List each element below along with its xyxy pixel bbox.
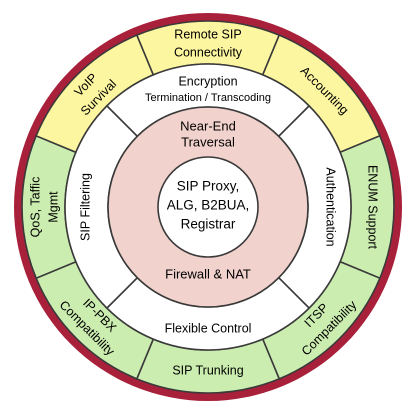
center-label: ALG, B2BUA, [167, 198, 250, 213]
outer-ring [21, 20, 395, 394]
inner-label-top: Traversal [181, 134, 235, 149]
outer-label-enum-support: ENUM Support [366, 165, 380, 250]
middle-label-right: Authentication [324, 167, 338, 246]
middle-label-top: Termination / Transcoding [145, 92, 271, 104]
inner-label-bottom: Firewall & NAT [165, 266, 251, 281]
middle-label-bottom: Flexible Control [165, 321, 252, 335]
center-label: Registrar [181, 217, 236, 232]
outer-label-sip-trunking: SIP Trunking [172, 363, 243, 377]
outer-label-remote-sip: Remote SIP [174, 27, 241, 41]
middle-label-left: SIP Filtering [78, 173, 92, 241]
inner-label-top: Near-End [180, 118, 236, 133]
outer-label-qos-mgmt: QoS, Taffic [28, 177, 42, 238]
middle-label-top: Encryption [178, 74, 237, 88]
center-label: SIP Proxy, [177, 179, 240, 194]
outer-label-remote-sip: Connectivity [174, 45, 243, 59]
center-circle [157, 156, 259, 258]
outer-label-qos-mgmt: Mgmt [46, 191, 60, 223]
